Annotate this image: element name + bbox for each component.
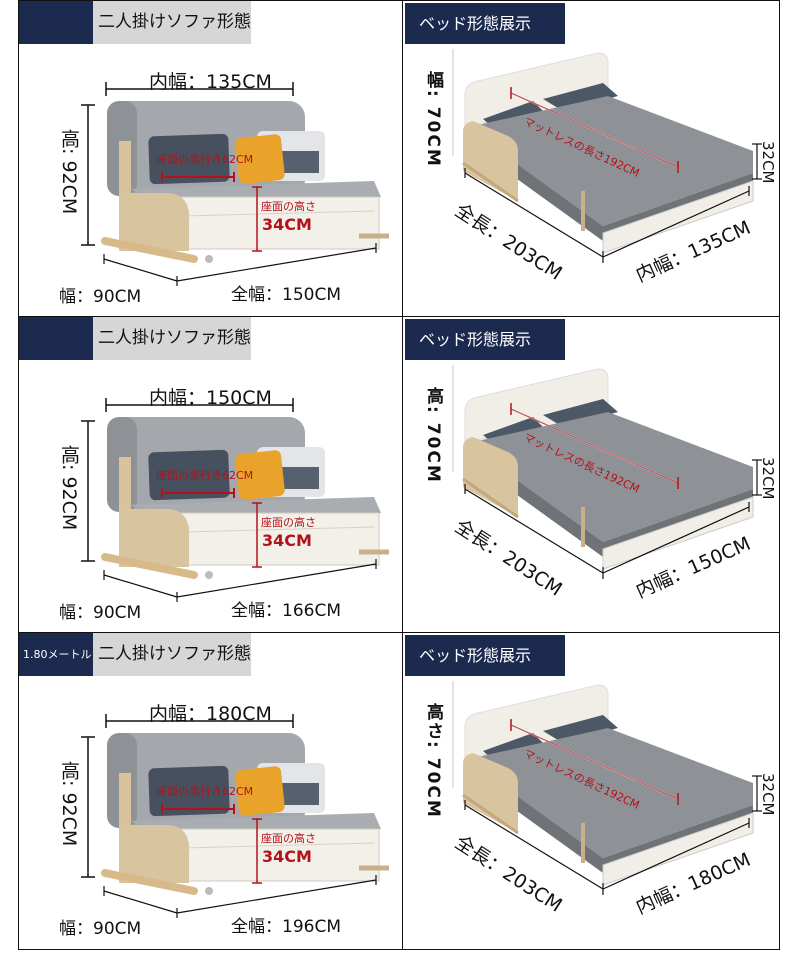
bed-form-panel: ベッド形態展示 幅: 70CM マットレスの長さ192CM 32CM 全長：20… bbox=[402, 0, 780, 317]
seat-depth-label: 座面の奥行き62CM bbox=[156, 785, 254, 798]
depth-label: 幅：90CM bbox=[59, 603, 142, 623]
size-tag bbox=[19, 317, 93, 360]
total-width-label: 全幅：196CM bbox=[231, 917, 341, 937]
sofa-bed-illustration bbox=[452, 365, 762, 579]
bed-side-label: 高: 70CM bbox=[423, 387, 443, 484]
size-tag bbox=[19, 1, 93, 44]
bed-height-label: 32CM bbox=[759, 773, 777, 816]
seat-height-caption: 座面の高さ bbox=[261, 200, 316, 213]
height-label: 高: 92CM bbox=[58, 129, 80, 215]
inner-width-label: 内幅：180CM bbox=[149, 703, 272, 725]
seat-depth-label: 座面の奥行き62CM bbox=[156, 469, 254, 482]
sofa-form-panel: 1.80メートル 二人掛けソファ形態 内幅：180CM 高: 92CM 座面の奥… bbox=[18, 632, 403, 950]
sofa-form-title: 二人掛けソファ形態 bbox=[93, 633, 251, 676]
bed-height-label: 32CM bbox=[759, 457, 777, 500]
inner-width-label: 内幅：135CM bbox=[149, 71, 272, 93]
sofa-form-panel: 二人掛けソファ形態 内幅：135CM 高: 92CM 座面の奥行き62CM 座面… bbox=[18, 0, 403, 317]
inner-width-label: 内幅：150CM bbox=[149, 387, 272, 409]
seat-height-caption: 座面の高さ bbox=[261, 516, 316, 529]
depth-label: 幅：90CM bbox=[59, 287, 142, 307]
sofa-illustration bbox=[81, 714, 389, 918]
sofa-form-title: 二人掛けソファ形態 bbox=[93, 317, 251, 360]
sofa-illustration bbox=[81, 82, 389, 286]
sofa-bed-illustration bbox=[452, 681, 762, 895]
depth-label: 幅：90CM bbox=[59, 919, 142, 939]
seat-height-value: 34CM bbox=[262, 531, 312, 550]
height-label: 高: 92CM bbox=[58, 445, 80, 531]
height-label: 高: 92CM bbox=[58, 761, 80, 847]
bed-form-title: ベッド形態展示 bbox=[405, 3, 565, 44]
size-tag: 1.80メートル bbox=[19, 633, 93, 676]
bed-side-label: 幅: 70CM bbox=[423, 71, 443, 168]
bed-form-panel: ベッド形態展示 高さ: 70CM マットレスの長さ192CM 32CM 全長：2… bbox=[402, 632, 780, 950]
bed-height-label: 32CM bbox=[759, 141, 777, 184]
total-width-label: 全幅：150CM bbox=[231, 285, 341, 305]
bed-form-title: ベッド形態展示 bbox=[405, 319, 565, 360]
bed-form-title: ベッド形態展示 bbox=[405, 635, 565, 676]
seat-height-value: 34CM bbox=[262, 215, 312, 234]
sofa-illustration bbox=[81, 398, 389, 602]
total-width-label: 全幅：166CM bbox=[231, 601, 341, 621]
seat-depth-label: 座面の奥行き62CM bbox=[156, 153, 254, 166]
seat-height-value: 34CM bbox=[262, 847, 312, 866]
sofa-form-panel: 二人掛けソファ形態 内幅：150CM 高: 92CM 座面の奥行き62CM 座面… bbox=[18, 316, 403, 633]
sofa-bed-illustration bbox=[452, 49, 762, 263]
bed-side-label: 高さ: 70CM bbox=[423, 703, 443, 819]
bed-form-panel: ベッド形態展示 高: 70CM マットレスの長さ192CM 32CM 全長：20… bbox=[402, 316, 780, 633]
seat-height-caption: 座面の高さ bbox=[261, 832, 316, 845]
sofa-form-title: 二人掛けソファ形態 bbox=[93, 1, 251, 44]
